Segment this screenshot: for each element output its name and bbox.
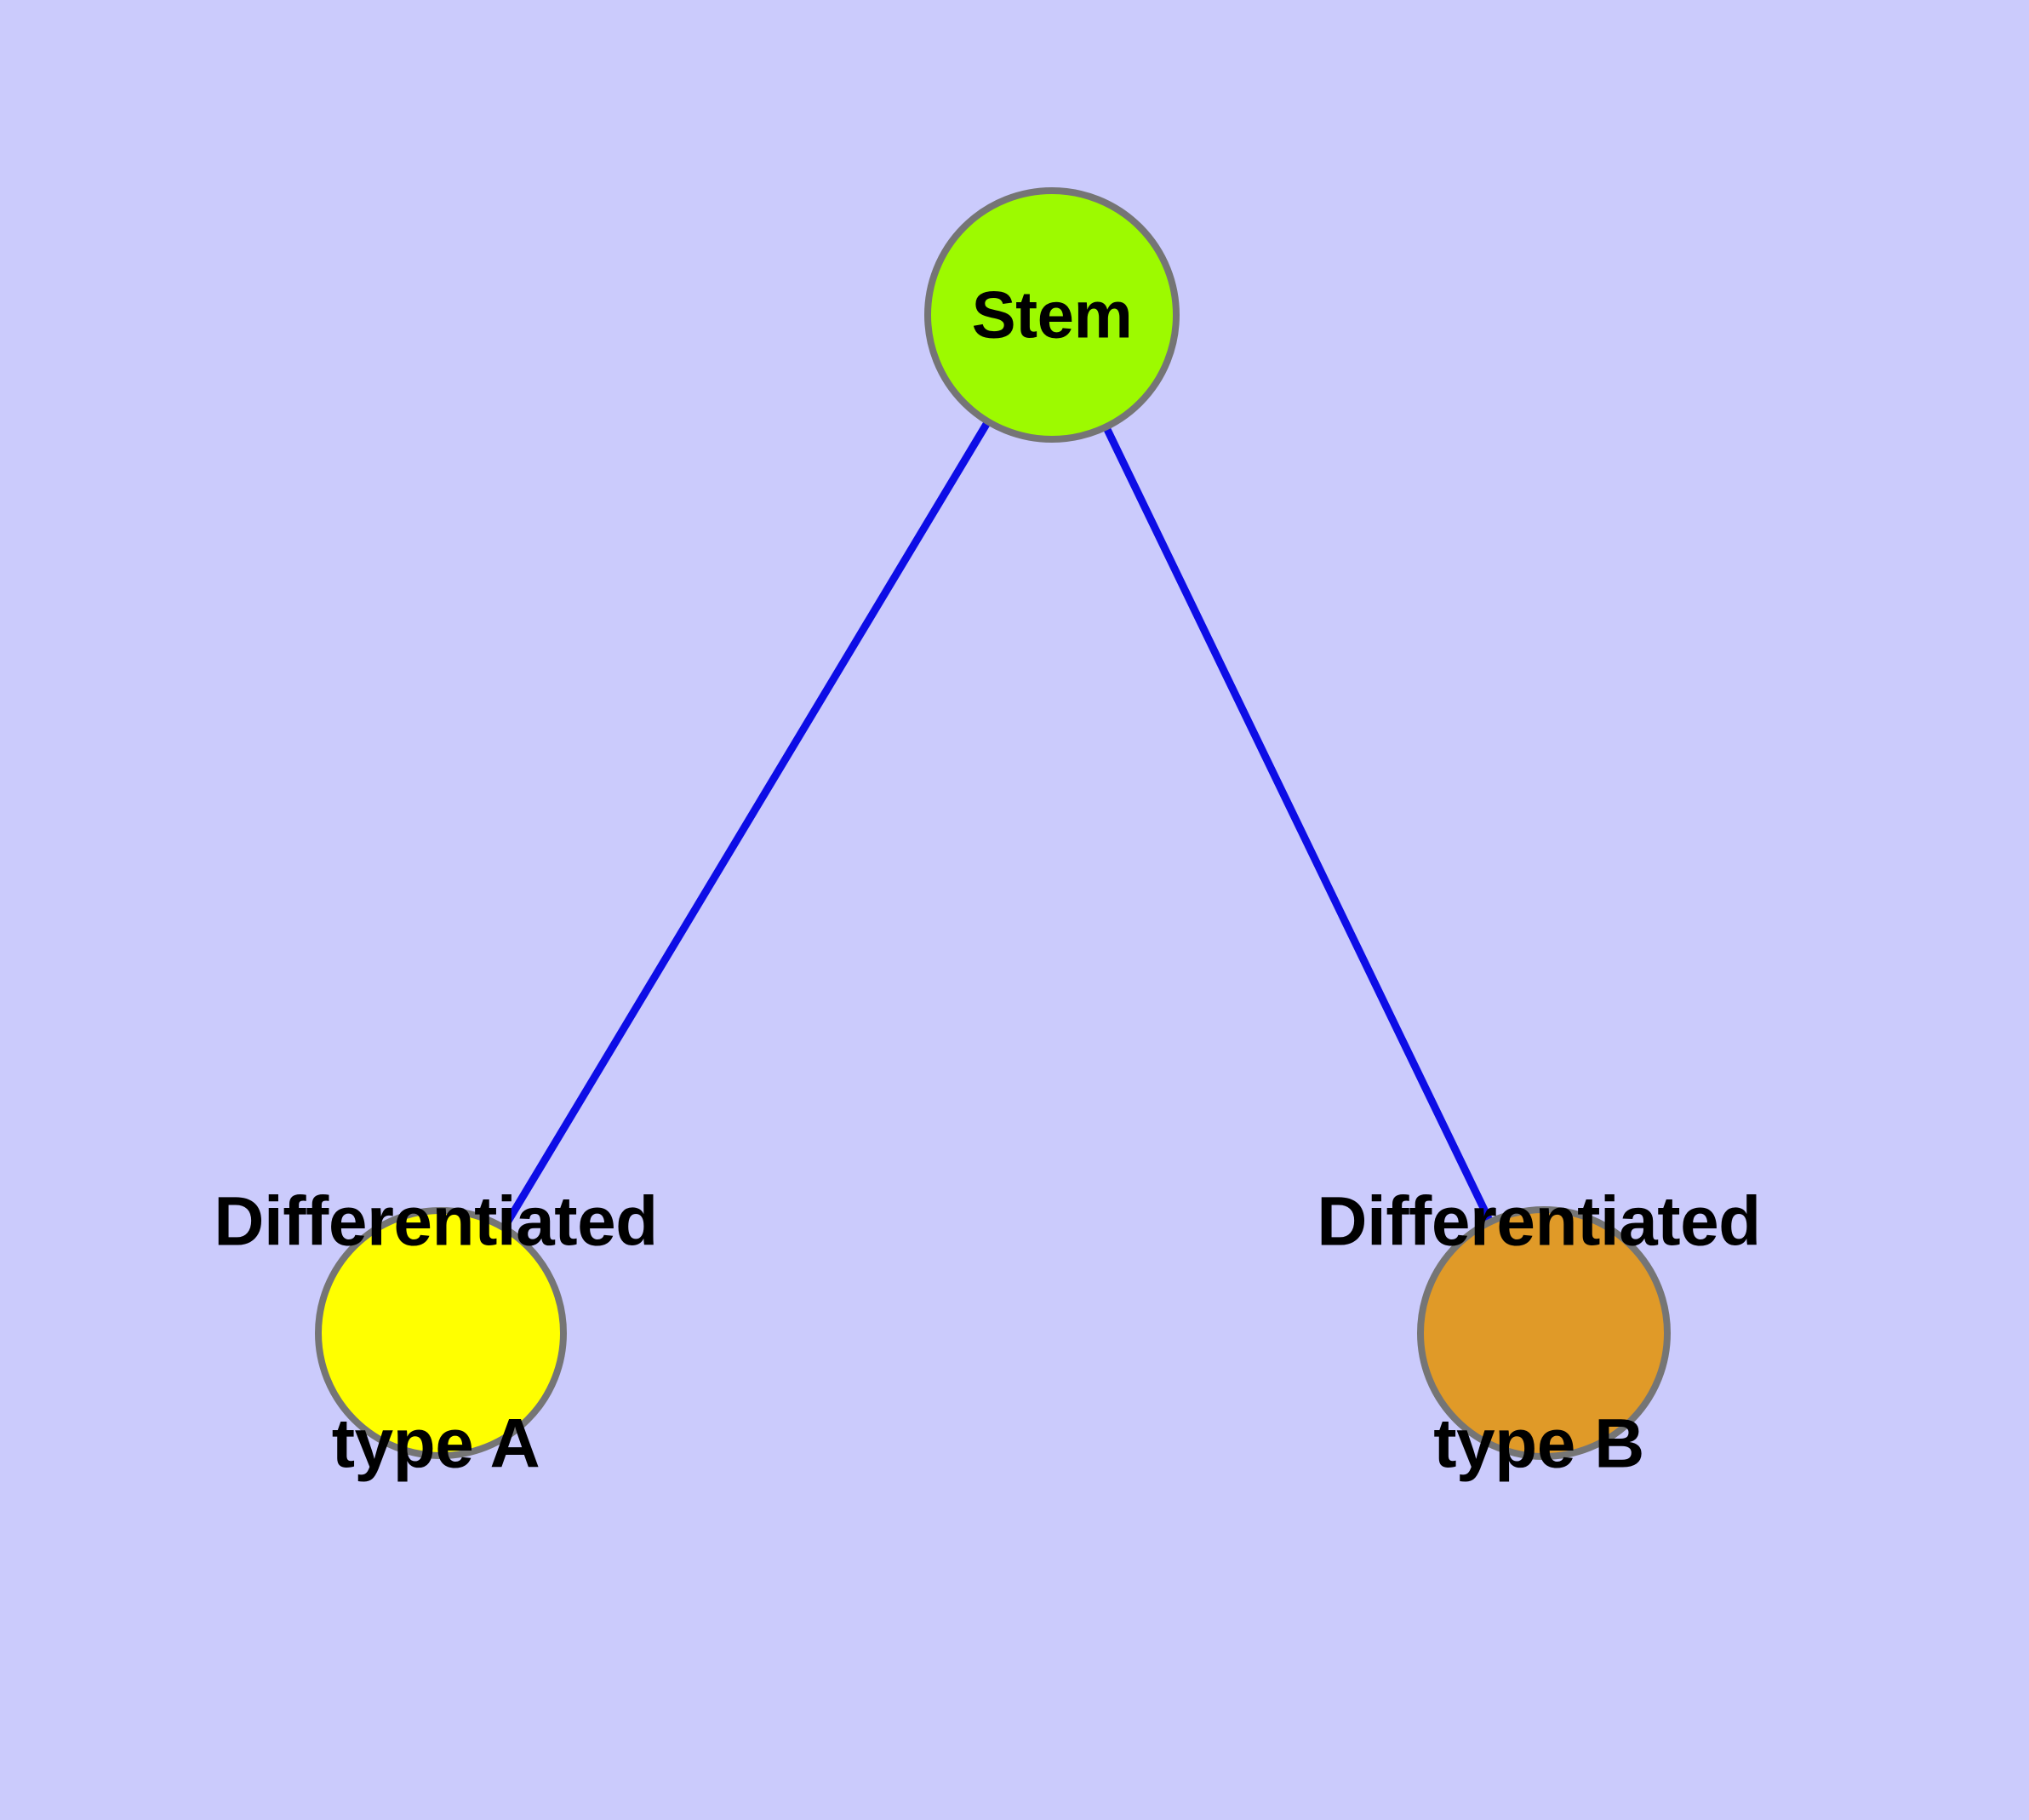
edge-stem-to-differentiated-type-b xyxy=(1048,313,1548,1335)
edge-layer xyxy=(437,312,1548,1336)
node-differentiated-type-a[interactable] xyxy=(315,1207,567,1459)
node-stem[interactable] xyxy=(924,187,1180,443)
edge-stem-to-differentiated-type-a xyxy=(437,312,1055,1336)
node-differentiated-type-b[interactable] xyxy=(1417,1206,1671,1460)
node-layer xyxy=(315,187,1671,1460)
